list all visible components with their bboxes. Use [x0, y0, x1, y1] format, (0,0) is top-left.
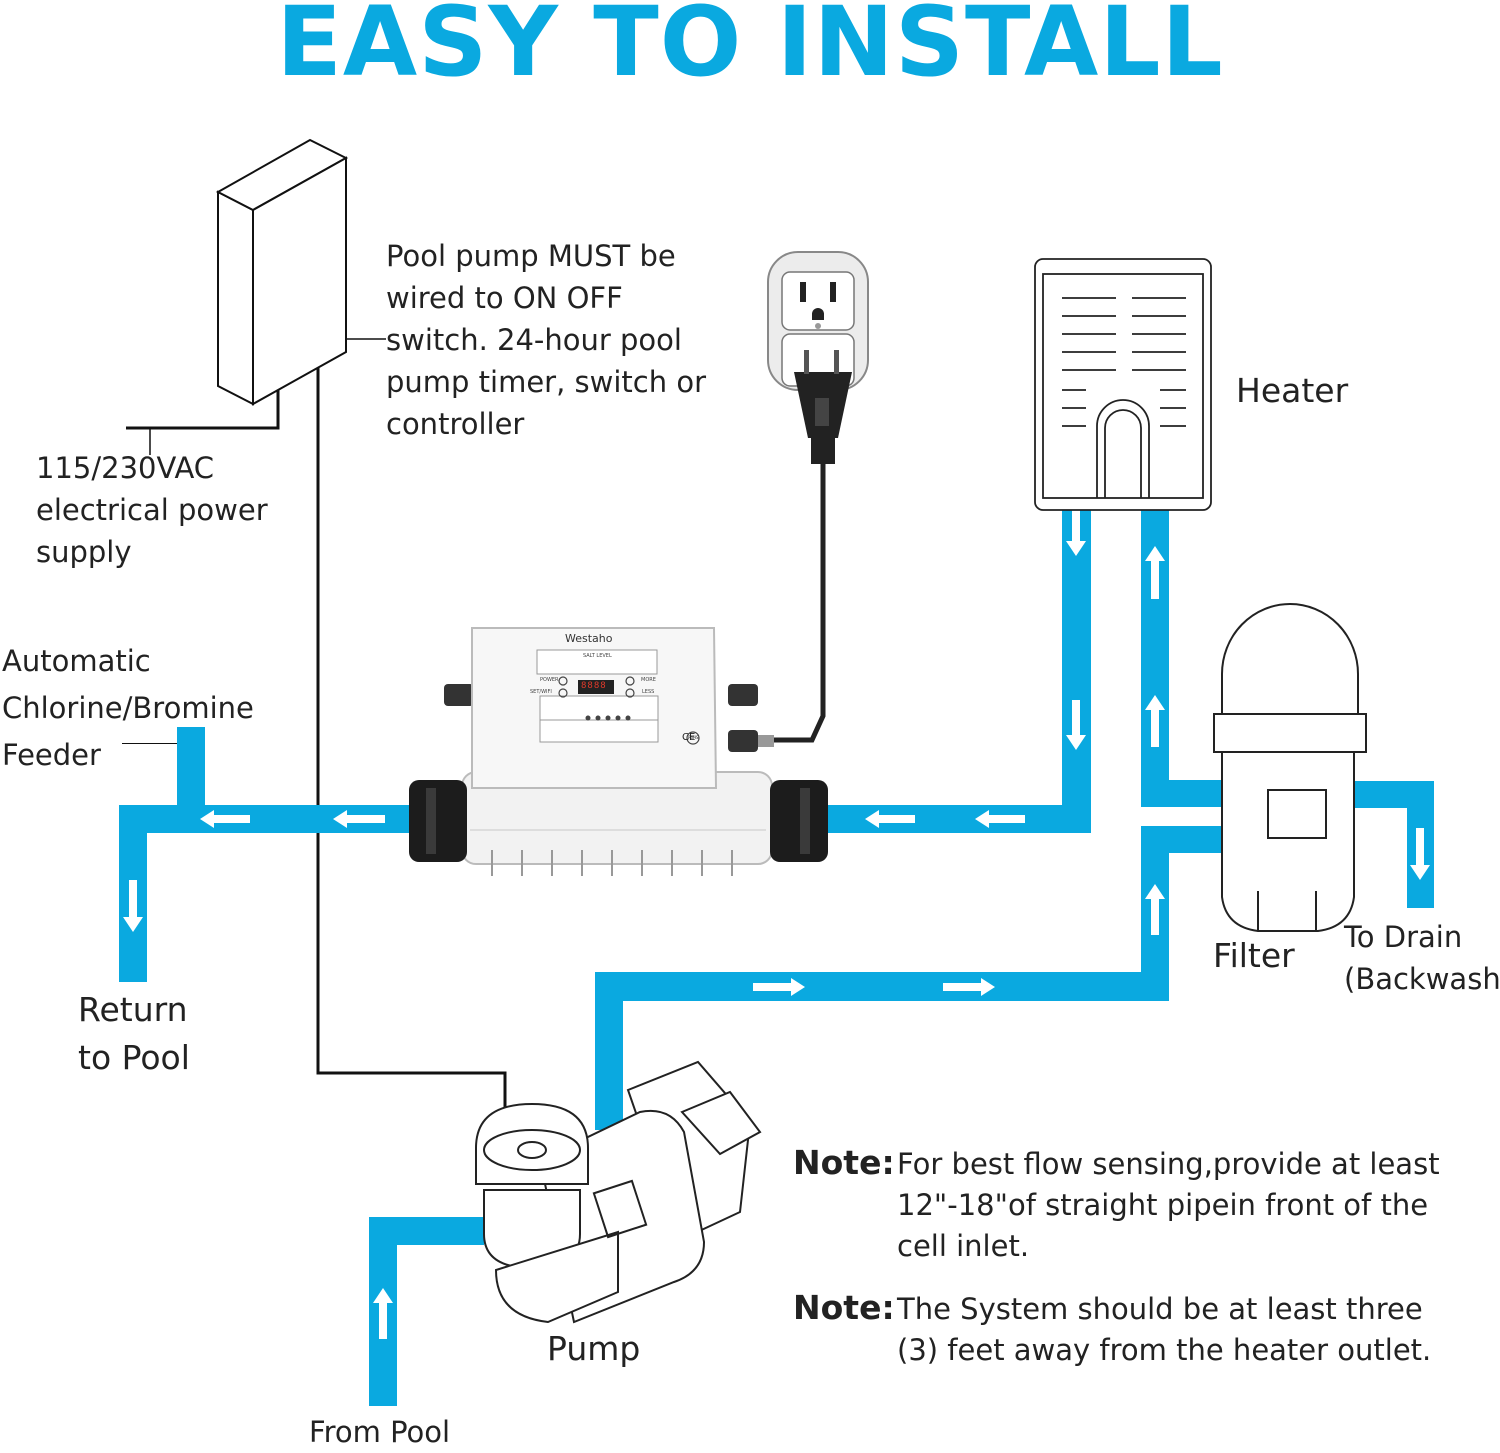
- heater-label: Heater: [1236, 371, 1349, 410]
- note-line: The System should be at least three: [897, 1292, 1423, 1326]
- pump-switch-note-line: wired to ON OFF: [386, 281, 623, 315]
- arrow-up-icon: [1145, 695, 1165, 747]
- arrow-up-icon: [1145, 884, 1165, 935]
- pump-switch-note: Pool pump MUST be wired to ON OFF switch…: [386, 235, 706, 445]
- power-wiring: [126, 338, 507, 1118]
- note-line: 12"-18"of straight pipein front of the: [897, 1188, 1429, 1222]
- to-drain-label: To Drain (Backwash): [1344, 916, 1500, 1000]
- more-button-label: MORE: [641, 677, 656, 683]
- power-supply-label: 115/230VAC electrical power supply: [36, 447, 268, 573]
- power-button-label: POWER: [540, 677, 559, 683]
- note-heater-distance: Note: The System should be at least thre…: [793, 1288, 1493, 1373]
- heater: [1034, 258, 1212, 511]
- feeder-line: Feeder: [2, 738, 101, 772]
- feeder-leader-line: [122, 743, 177, 744]
- feeder-label: Automatic Chlorine/Bromine Feeder: [2, 638, 254, 779]
- arrow-left-icon: [865, 810, 915, 828]
- arrow-down-icon: [1066, 503, 1086, 556]
- to-drain-line: To Drain: [1344, 920, 1463, 954]
- pump: [475, 1060, 762, 1324]
- return-to-pool-line: Return: [78, 990, 188, 1029]
- salt-display: 8888: [581, 681, 607, 691]
- ce-mark: CE: [682, 732, 696, 743]
- power-supply-line: electrical power: [36, 493, 268, 527]
- return-to-pool-line: to Pool: [78, 1038, 190, 1077]
- arrow-down-icon: [1066, 700, 1086, 750]
- filter-label: Filter: [1213, 936, 1295, 975]
- arrow-down-icon: [1410, 828, 1430, 880]
- power-supply-line: supply: [36, 535, 132, 569]
- power-cord: [772, 350, 852, 743]
- arrow-left-icon: [200, 810, 250, 828]
- switch-box: [215, 138, 349, 406]
- pump-label: Pump: [547, 1329, 641, 1368]
- note-line: cell inlet.: [897, 1229, 1030, 1263]
- note-key: Note:: [793, 1288, 895, 1327]
- from-pool-label: From Pool: [309, 1415, 451, 1449]
- brand-logo: Westaho: [565, 632, 613, 645]
- arrow-right-icon: [943, 978, 995, 996]
- pump-switch-note-line: Pool pump MUST be: [386, 239, 676, 273]
- power-supply-line: 115/230VAC: [36, 451, 215, 485]
- pump-switch-note-line: switch. 24-hour pool: [386, 323, 682, 357]
- set-wifi-button-label: SET/WIFI: [530, 689, 552, 695]
- rohs-mark: RoHS: [688, 735, 699, 740]
- note-flow-sensing: Note: For best flow sensing,provide at l…: [793, 1143, 1493, 1270]
- salt-chlorinator: [409, 627, 828, 876]
- panel-title: SALT LEVEL: [583, 653, 612, 659]
- arrow-left-icon: [333, 810, 385, 828]
- feeder-line: Automatic: [2, 644, 151, 678]
- less-button-label: LESS: [642, 689, 655, 695]
- arrow-up-icon: [373, 1288, 393, 1339]
- note-body: The System should be at least three (3) …: [897, 1289, 1431, 1371]
- arrow-right-icon: [753, 978, 805, 996]
- note-line: For best flow sensing,provide at least: [897, 1147, 1440, 1181]
- wall-outlet: [767, 251, 869, 391]
- arrow-down-icon: [123, 880, 143, 932]
- pump-switch-note-line: pump timer, switch or: [386, 365, 707, 399]
- return-to-pool-label: Return to Pool: [78, 986, 190, 1082]
- pump-switch-note-line: controller: [386, 407, 525, 441]
- arrow-left-icon: [975, 810, 1025, 828]
- note-key: Note:: [793, 1143, 895, 1182]
- page-title: EASY TO INSTALL: [276, 0, 1224, 98]
- filter: [1213, 603, 1367, 932]
- note-body: For best flow sensing,provide at least 1…: [897, 1144, 1440, 1267]
- arrow-up-icon: [1145, 546, 1165, 599]
- note-line: (3) feet away from the heater outlet.: [897, 1333, 1432, 1367]
- flow-arrows: [123, 503, 1430, 1339]
- feeder-line: Chlorine/Bromine: [2, 691, 254, 725]
- to-drain-line: (Backwash): [1344, 962, 1500, 996]
